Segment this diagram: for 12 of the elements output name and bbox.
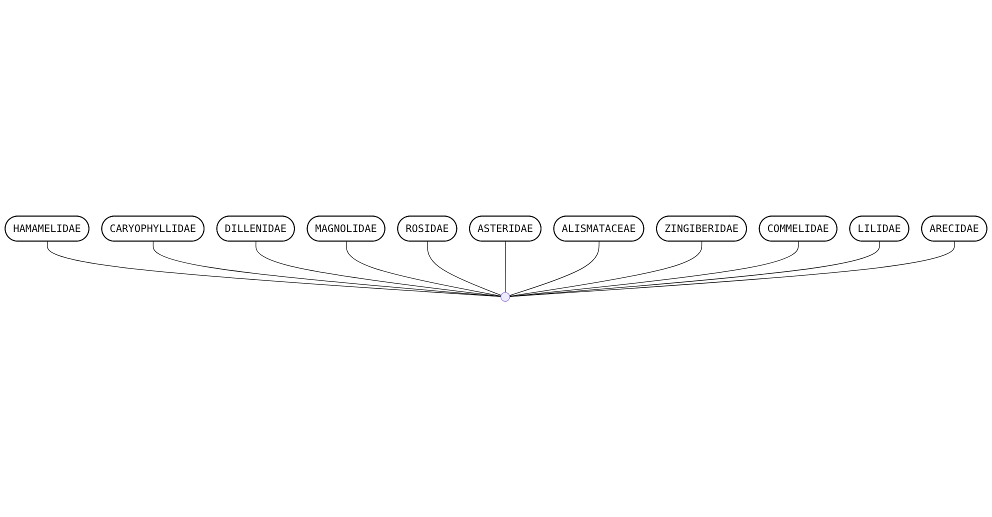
connector <box>256 240 502 296</box>
connector <box>46 240 502 297</box>
connector <box>152 240 502 297</box>
connector <box>509 240 880 297</box>
connector <box>509 240 799 296</box>
connector <box>509 240 600 296</box>
connector <box>346 240 502 296</box>
connector <box>427 240 502 296</box>
node-dot <box>500 292 510 302</box>
connector <box>509 240 702 296</box>
connector <box>509 240 955 297</box>
connector <box>504 240 506 292</box>
